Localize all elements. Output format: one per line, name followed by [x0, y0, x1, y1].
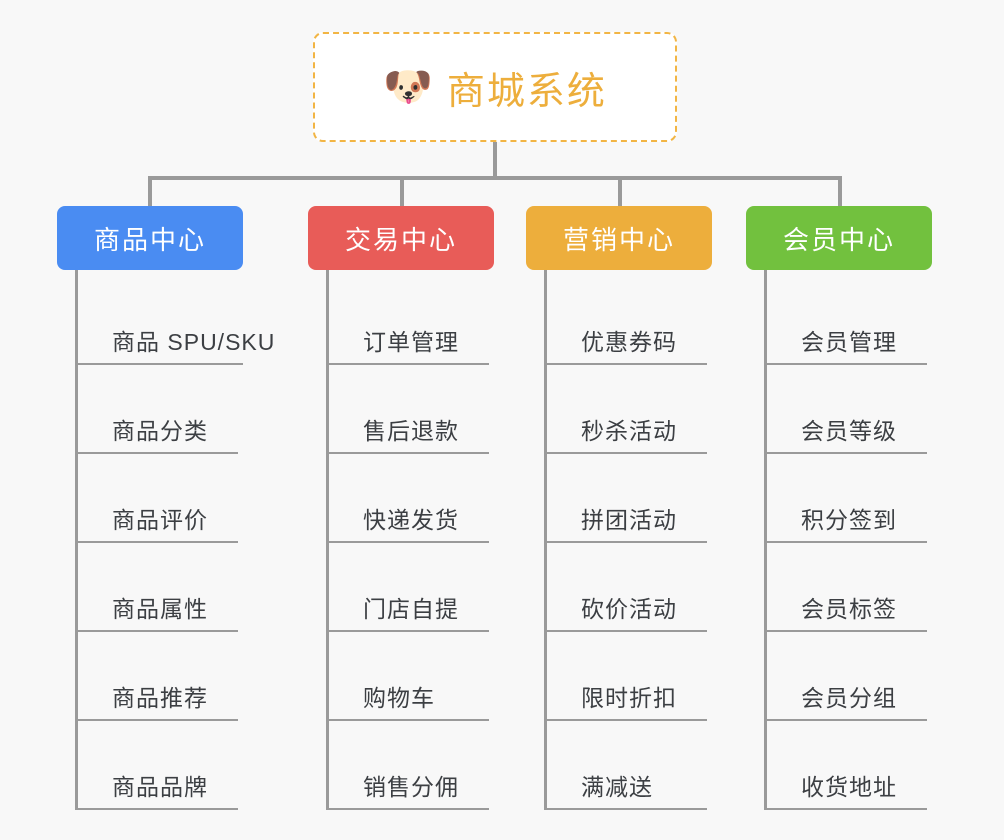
- leaf-item[interactable]: 拼团活动: [547, 454, 712, 543]
- branch-marketing-center: 营销中心优惠券码秒杀活动拼团活动砍价活动限时折扣满减送: [526, 206, 712, 810]
- leaf-item[interactable]: 会员管理: [767, 276, 932, 365]
- leaf-item-label: 门店自提: [329, 590, 489, 632]
- leaf-item-label: 限时折扣: [547, 679, 707, 721]
- leaf-item-label: 商品评价: [78, 501, 238, 543]
- leaf-item[interactable]: 满减送: [547, 721, 712, 810]
- leaf-item-label: 快递发货: [329, 501, 489, 543]
- leaf-item[interactable]: 会员标签: [767, 543, 932, 632]
- branch-header-marketing-center[interactable]: 营销中心: [526, 206, 712, 270]
- branch-header-label: 会员中心: [782, 224, 895, 255]
- leaf-item[interactable]: 门店自提: [329, 543, 494, 632]
- leaf-item[interactable]: 秒杀活动: [547, 365, 712, 454]
- leaf-item[interactable]: 订单管理: [329, 276, 494, 365]
- leaf-item-label: 秒杀活动: [547, 412, 707, 454]
- connector-drop-member-center: [838, 176, 842, 208]
- leaf-item-label: 会员管理: [767, 323, 927, 365]
- leaf-item-label: 会员标签: [767, 590, 927, 632]
- leaf-item-label: 会员等级: [767, 412, 927, 454]
- branch-product-center: 商品中心商品 SPU/SKU 商品分类商品评价商品属性商品推荐商品品牌: [57, 206, 274, 810]
- leaf-item[interactable]: 商品品牌: [78, 721, 243, 810]
- leaf-item[interactable]: 购物车: [329, 632, 494, 721]
- leaf-item-label: 商品推荐: [78, 679, 238, 721]
- leaf-item[interactable]: 积分签到: [767, 454, 932, 543]
- dog-face-icon: 🐶: [383, 65, 433, 109]
- branch-header-label: 商品中心: [93, 224, 206, 255]
- leaf-item-label: 售后退款: [329, 412, 489, 454]
- leaf-item[interactable]: 会员分组: [767, 632, 932, 721]
- branch-header-label: 交易中心: [344, 224, 457, 255]
- leaf-item[interactable]: 限时折扣: [547, 632, 712, 721]
- branch-header-product-center[interactable]: 商品中心: [57, 206, 243, 270]
- leaf-item[interactable]: 收货地址: [767, 721, 932, 810]
- leaf-item-label: 商品品牌: [78, 768, 238, 810]
- leaf-item-label: 砍价活动: [547, 590, 707, 632]
- branch-trade-center: 交易中心订单管理售后退款快递发货门店自提购物车销售分佣: [308, 206, 494, 810]
- connector-drop-trade-center: [400, 176, 404, 208]
- branch-header-label: 营销中心: [562, 224, 675, 255]
- leaf-item[interactable]: 会员等级: [767, 365, 932, 454]
- branch-header-trade-center[interactable]: 交易中心: [308, 206, 494, 270]
- leaf-item-label: 优惠券码: [547, 323, 707, 365]
- leaf-item-label: 商品 SPU/SKU: [78, 323, 274, 365]
- leaf-item[interactable]: 售后退款: [329, 365, 494, 454]
- branch-items-product-center: 商品 SPU/SKU 商品分类商品评价商品属性商品推荐商品品牌: [75, 270, 274, 810]
- branch-items-member-center: 会员管理会员等级积分签到会员标签会员分组收货地址: [764, 270, 932, 810]
- leaf-item-label: 会员分组: [767, 679, 927, 721]
- leaf-item-label: 商品属性: [78, 590, 238, 632]
- leaf-item-label: 销售分佣: [329, 768, 489, 810]
- leaf-item[interactable]: 商品评价: [78, 454, 243, 543]
- connector-drop-product-center: [148, 176, 152, 208]
- leaf-item[interactable]: 砍价活动: [547, 543, 712, 632]
- leaf-item[interactable]: 销售分佣: [329, 721, 494, 810]
- leaf-item-label: 收货地址: [767, 768, 927, 810]
- branch-header-member-center[interactable]: 会员中心: [746, 206, 932, 270]
- root-node-title: 商城系统: [446, 70, 607, 113]
- leaf-item-label: 订单管理: [329, 323, 489, 365]
- root-node[interactable]: 🐶 商城系统: [313, 32, 677, 142]
- branch-items-marketing-center: 优惠券码秒杀活动拼团活动砍价活动限时折扣满减送: [544, 270, 712, 810]
- leaf-item[interactable]: 商品 SPU/SKU: [78, 276, 274, 365]
- leaf-item[interactable]: 快递发货: [329, 454, 494, 543]
- leaf-item[interactable]: 优惠券码: [547, 276, 712, 365]
- leaf-item[interactable]: 商品属性: [78, 543, 243, 632]
- connector-horizontal-bus: [148, 176, 840, 180]
- connector-root-stem: [493, 142, 497, 178]
- leaf-item-label: 拼团活动: [547, 501, 707, 543]
- leaf-item[interactable]: 商品分类: [78, 365, 243, 454]
- leaf-item-label: 购物车: [329, 679, 489, 721]
- leaf-item-label: 商品分类: [78, 412, 238, 454]
- connector-drop-marketing-center: [618, 176, 622, 208]
- leaf-item-label: 满减送: [547, 768, 707, 810]
- branch-member-center: 会员中心会员管理会员等级积分签到会员标签会员分组收货地址: [746, 206, 932, 810]
- leaf-item[interactable]: 商品推荐: [78, 632, 243, 721]
- branch-items-trade-center: 订单管理售后退款快递发货门店自提购物车销售分佣: [326, 270, 494, 810]
- leaf-item-label: 积分签到: [767, 501, 927, 543]
